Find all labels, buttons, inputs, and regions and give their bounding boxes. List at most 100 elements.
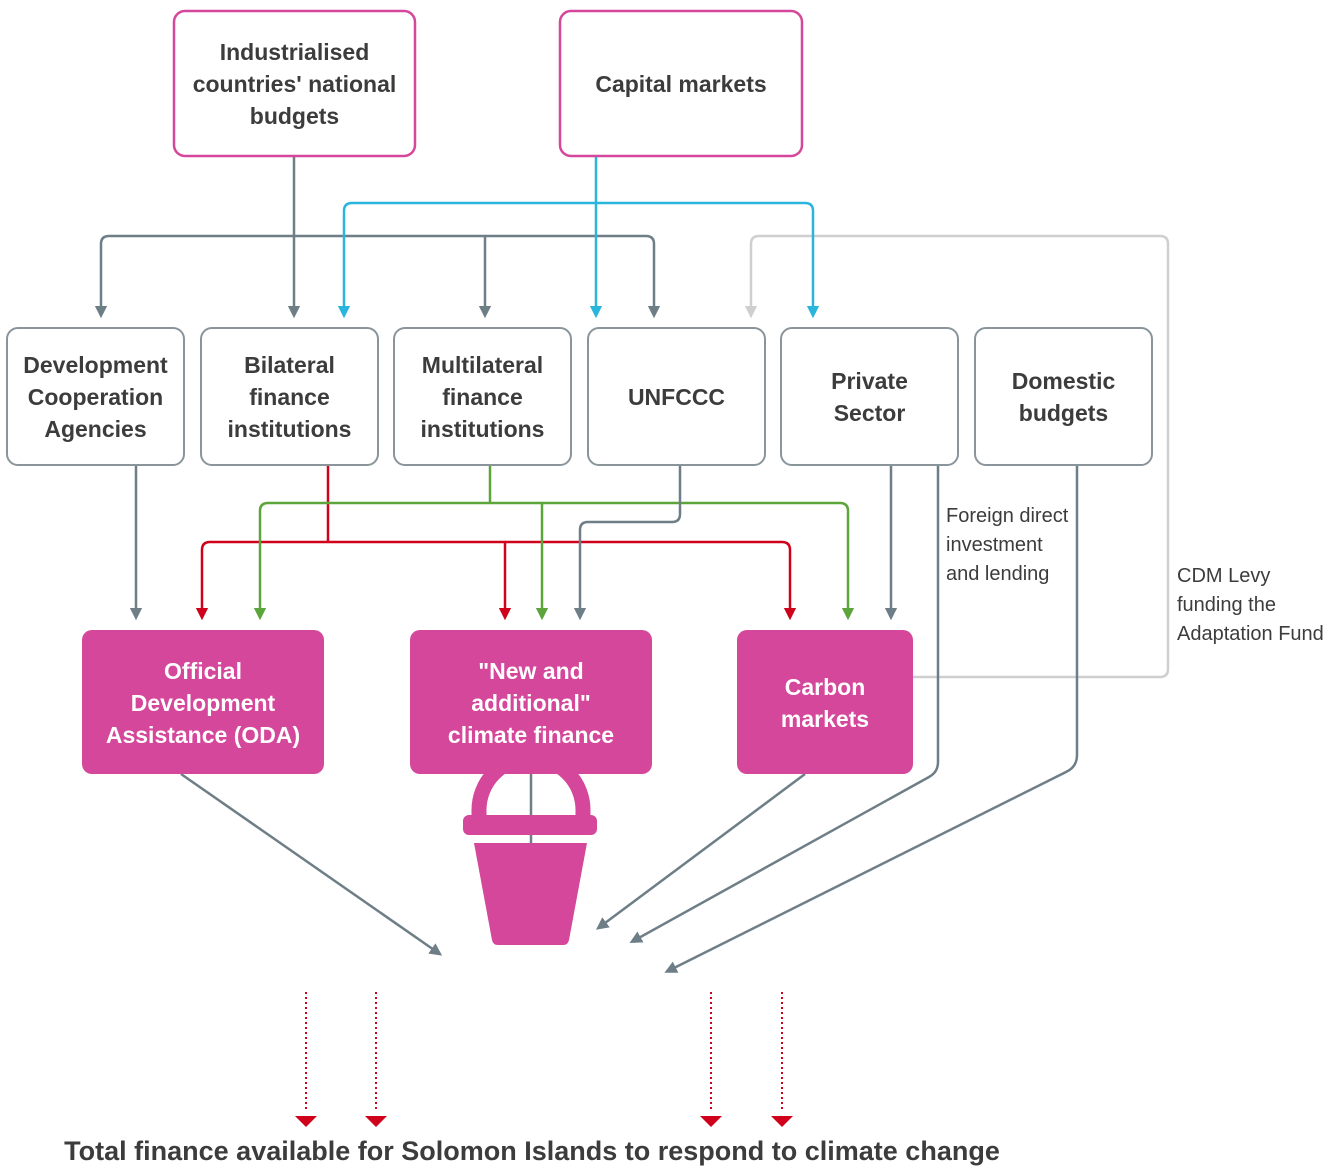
note-line: Foreign direct bbox=[946, 505, 1069, 527]
channel-label-line: Cooperation bbox=[28, 384, 163, 410]
channel-label-line: Private bbox=[831, 368, 908, 394]
outcome-carbon-markets: Carbon markets bbox=[737, 630, 913, 774]
arrow-capital-to-private bbox=[596, 201, 820, 319]
svg-text:UNFCCC: UNFCCC bbox=[628, 384, 725, 410]
svg-text:Agencies: Agencies bbox=[44, 416, 146, 442]
channel-unfccc: UNFCCC bbox=[587, 327, 766, 466]
svg-text:Capital markets: Capital markets bbox=[595, 71, 766, 97]
outflow-arrow bbox=[365, 992, 387, 1127]
channel-label-line: Multilateral bbox=[422, 352, 543, 378]
arrow-carbon-to-bucket bbox=[595, 772, 806, 930]
svg-text:Development: Development bbox=[131, 690, 276, 716]
svg-text:"New and: "New and bbox=[478, 658, 583, 684]
outcome-label-line: climate finance bbox=[448, 722, 614, 748]
svg-text:Carbon: Carbon bbox=[785, 674, 866, 700]
svg-text:Industrialised: Industrialised bbox=[220, 39, 370, 65]
svg-text:CDM Levy: CDM Levy bbox=[1177, 565, 1270, 587]
outcome-label-line: Development bbox=[131, 690, 276, 716]
source-label-line: countries' national bbox=[193, 71, 397, 97]
bucket-icon bbox=[463, 750, 597, 945]
outflow-arrow bbox=[700, 992, 722, 1127]
channel-label-line: Agencies bbox=[44, 416, 146, 442]
channel-private-sector: Private Sector bbox=[780, 327, 959, 466]
svg-text:investment: investment bbox=[946, 534, 1043, 556]
arrow-capital-to-bilateral bbox=[337, 201, 596, 319]
svg-text:Assistance (ODA): Assistance (ODA) bbox=[106, 722, 300, 748]
svg-text:Private: Private bbox=[831, 368, 908, 394]
note-foreign-direct-investment: Foreign direct investment and lending bbox=[946, 505, 1069, 585]
arrow-industrialised-to-dca bbox=[94, 234, 294, 319]
outflow-arrows bbox=[295, 992, 793, 1127]
svg-text:additional": additional" bbox=[471, 690, 591, 716]
arrow-bilateral-to-new bbox=[328, 540, 512, 621]
svg-text:institutions: institutions bbox=[421, 416, 545, 442]
note-line: CDM Levy bbox=[1177, 565, 1270, 587]
arrow-bilateral-to-carbon bbox=[505, 540, 797, 621]
channel-label-line: Domestic bbox=[1012, 368, 1116, 394]
arrow-domestic-to-bucket bbox=[664, 465, 1079, 973]
arrow-cdm-levy bbox=[744, 234, 1170, 679]
source-capital-markets: Capital markets bbox=[558, 9, 804, 158]
channel-label-line: Bilateral bbox=[244, 352, 335, 378]
svg-text:Multilateral: Multilateral bbox=[422, 352, 543, 378]
arrow-multilateral-to-new bbox=[490, 501, 549, 621]
outcome-label-line: markets bbox=[781, 706, 869, 732]
channel-development-cooperation-agencies: Development Cooperation Agencies bbox=[6, 327, 185, 466]
outcome-new-and-additional-climate-finance: "New and additional" climate finance bbox=[410, 630, 652, 774]
outcome-label-line: Official bbox=[164, 658, 242, 684]
svg-text:Development: Development bbox=[23, 352, 168, 378]
svg-text:finance: finance bbox=[442, 384, 523, 410]
outcome-label-line: additional" bbox=[471, 690, 591, 716]
svg-text:institutions: institutions bbox=[228, 416, 352, 442]
outflow-arrow bbox=[771, 992, 793, 1127]
channel-label-line: UNFCCC bbox=[628, 384, 725, 410]
svg-text:budgets: budgets bbox=[250, 103, 339, 129]
svg-text:climate finance: climate finance bbox=[448, 722, 614, 748]
arrow-unfccc-to-new bbox=[573, 465, 682, 621]
source-label-line: Industrialised bbox=[220, 39, 370, 65]
source-label-line: Capital markets bbox=[595, 71, 766, 97]
channel-label-line: finance bbox=[442, 384, 523, 410]
note-line: Adaptation Fund bbox=[1177, 623, 1324, 645]
svg-text:finance: finance bbox=[249, 384, 330, 410]
svg-text:budgets: budgets bbox=[1019, 400, 1108, 426]
arrow-bilateral-to-oda bbox=[195, 540, 328, 621]
channel-label-line: institutions bbox=[421, 416, 545, 442]
note-line: funding the bbox=[1177, 594, 1276, 616]
svg-text:and lending: and lending bbox=[946, 563, 1049, 585]
outcome-official-development-assistance: Official Development Assistance (ODA) bbox=[82, 630, 324, 774]
channel-bilateral-finance-institutions: Bilateral finance institutions bbox=[200, 327, 379, 466]
arrow-industrialised-to-unfccc bbox=[294, 234, 661, 319]
channel-label-line: Development bbox=[23, 352, 168, 378]
svg-text:Cooperation: Cooperation bbox=[28, 384, 163, 410]
channel-label-line: institutions bbox=[228, 416, 352, 442]
channel-domestic-budgets: Domestic budgets bbox=[974, 327, 1153, 466]
outcome-label-line: "New and bbox=[478, 658, 583, 684]
svg-text:Official: Official bbox=[164, 658, 242, 684]
diagram-caption: Total finance available for Solomon Isla… bbox=[64, 1136, 1000, 1166]
source-industrialised-budgets: Industrialised countries' national budge… bbox=[172, 9, 417, 158]
arrow-oda-to-bucket bbox=[180, 772, 443, 956]
svg-text:Bilateral: Bilateral bbox=[244, 352, 335, 378]
arrow-multilateral-to-carbon bbox=[542, 501, 855, 621]
outcome-label-line: Assistance (ODA) bbox=[106, 722, 300, 748]
svg-text:Sector: Sector bbox=[834, 400, 906, 426]
svg-text:markets: markets bbox=[781, 706, 869, 732]
svg-text:countries' national: countries' national bbox=[193, 71, 397, 97]
channel-label-line: budgets bbox=[1019, 400, 1108, 426]
svg-text:Domestic: Domestic bbox=[1012, 368, 1116, 394]
channel-multilateral-finance-institutions: Multilateral finance institutions bbox=[393, 327, 572, 466]
svg-text:funding the: funding the bbox=[1177, 594, 1276, 616]
svg-text:Foreign direct: Foreign direct bbox=[946, 505, 1069, 527]
source-label-line: budgets bbox=[250, 103, 339, 129]
outcome-label-line: Carbon bbox=[785, 674, 866, 700]
svg-text:Adaptation Fund: Adaptation Fund bbox=[1177, 623, 1324, 645]
channel-label-line: Sector bbox=[834, 400, 906, 426]
channel-label-line: finance bbox=[249, 384, 330, 410]
note-cdm-levy: CDM Levy funding the Adaptation Fund bbox=[1177, 565, 1324, 645]
arrow-fdi-to-bucket bbox=[629, 465, 940, 944]
outflow-arrow bbox=[295, 992, 317, 1127]
note-line: investment bbox=[946, 534, 1043, 556]
note-line: and lending bbox=[946, 563, 1049, 585]
